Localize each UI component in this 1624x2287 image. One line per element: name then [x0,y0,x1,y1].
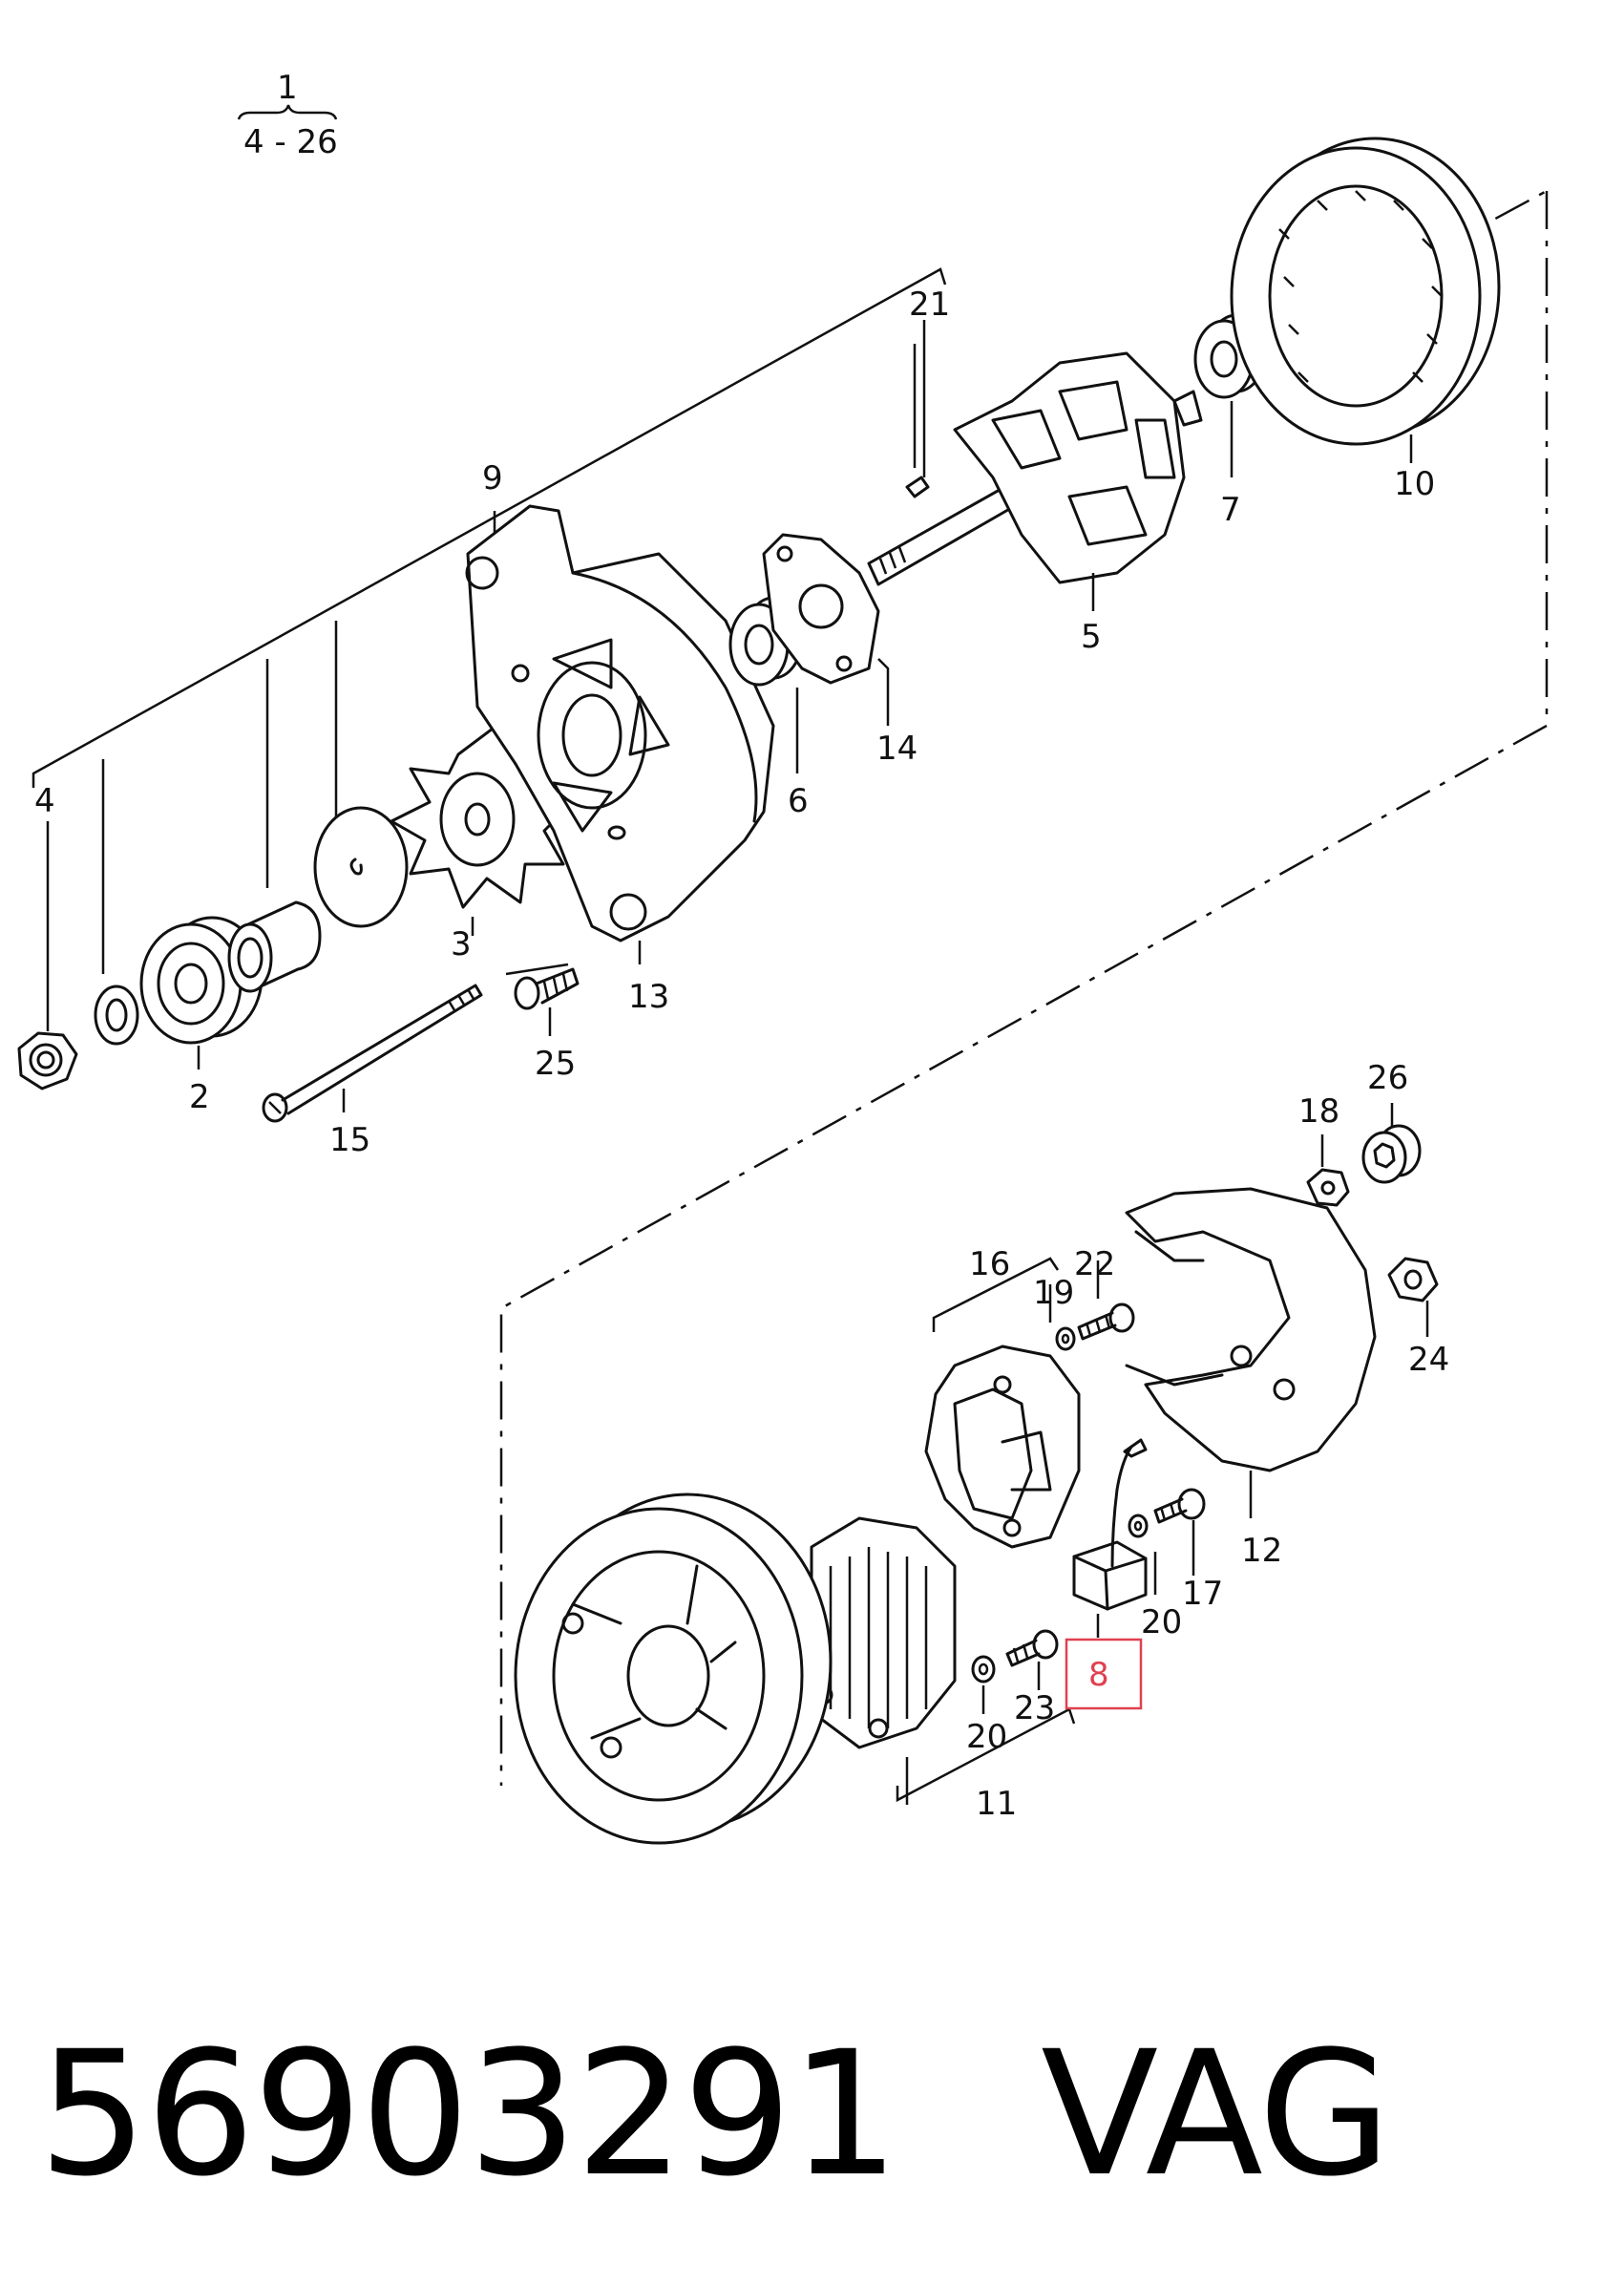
label-8: 8 [1088,1656,1109,1694]
label-12: 12 [1241,1532,1282,1570]
group-label: 1 [277,69,298,107]
label-22: 22 [1074,1245,1115,1283]
label-3: 3 [451,925,472,964]
slip-ring-end-housing [514,1493,833,1845]
rotor-part-5 [867,351,1203,611]
bracket-16 [896,1257,1076,1803]
exploded-parts-diagram: 1 4 - 26 [17,69,1549,1845]
group-bracket: 1 4 - 26 [237,69,338,161]
part-labels: 4 2 15 3 9 25 13 6 14 5 21 7 10 26 18 24… [34,286,1449,1823]
washer-near-pulley [94,985,139,1046]
label-20-upper: 20 [1141,1603,1182,1641]
carbon-brush-part-8 [1065,1438,1148,1710]
label-21: 21 [909,286,950,324]
label-14: 14 [876,730,917,768]
rear-cover-part-12 [1125,1187,1377,1518]
label-4: 4 [34,782,55,820]
part-number: 56903291 [38,2015,899,2214]
screw-part-23 [1005,1629,1059,1690]
highlight-box [1065,1638,1143,1710]
label-6: 6 [788,782,809,820]
screw-part-17 [1153,1488,1206,1576]
washer-part-20-lower [971,1655,996,1714]
retaining-plate-part-14 [762,533,890,726]
washer-part-19 [1048,1284,1076,1351]
label-25: 25 [535,1045,576,1083]
label-9: 9 [482,459,503,498]
group-range: 4 - 26 [243,123,338,161]
label-23: 23 [1014,1689,1055,1727]
label-10: 10 [1394,465,1435,503]
label-7: 7 [1220,491,1241,529]
label-20-lower: 20 [966,1718,1007,1756]
through-bolt-part-15 [262,984,483,1123]
label-2: 2 [189,1078,210,1116]
part-number-footer: 56903291 VAG [38,1991,1604,2239]
thrust-disc [313,806,409,928]
label-24: 24 [1408,1341,1449,1379]
nut-part-26 [1361,1103,1422,1184]
rectifier-part-11 [810,1516,957,1805]
screw-part-22 [1077,1260,1135,1341]
stator-part-10 [1230,137,1501,463]
brand-name: VAG [1041,2015,1391,2214]
nut-part-24 [1387,1257,1439,1337]
label-13: 13 [628,978,669,1016]
upper-assembly-bracket [32,267,947,974]
label-15: 15 [329,1121,370,1159]
label-19: 19 [1033,1274,1074,1312]
nut-part-4 [17,821,78,1091]
label-26: 26 [1367,1059,1408,1097]
label-5: 5 [1081,618,1102,656]
label-16: 16 [969,1245,1010,1283]
spacer-sleeve [227,900,322,993]
nut-part-18 [1306,1134,1350,1207]
woodruff-key-part-21 [905,344,930,498]
screw-part-25 [505,963,580,1036]
drive-end-housing-part-13 [465,504,775,964]
brush-holder-part-16 [924,1345,1081,1549]
washer-part-20-upper [1128,1514,1157,1595]
label-18: 18 [1298,1092,1339,1131]
label-11: 11 [976,1785,1017,1823]
label-17: 17 [1182,1575,1223,1613]
